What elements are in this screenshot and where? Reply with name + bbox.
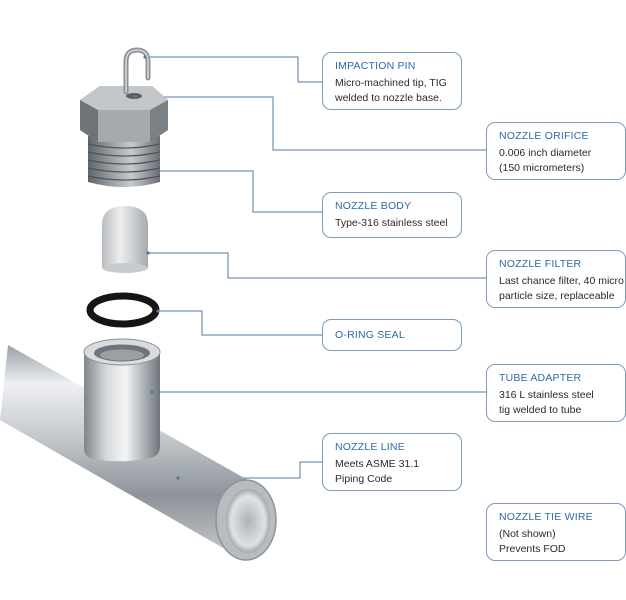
callout-text: Type-316 stainless steel <box>335 217 448 229</box>
callout-title: IMPACTION PIN <box>335 60 416 72</box>
tube-adapter-part <box>83 338 161 462</box>
callout-nozzle-line: NOZZLE LINE Meets ASME 31.1 Piping Code <box>322 433 462 491</box>
callout-title: TUBE ADAPTER <box>499 372 582 384</box>
callout-text: tig welded to tube <box>499 404 582 416</box>
o-ring-part <box>86 292 160 328</box>
nozzle-body-part <box>80 86 168 187</box>
callout-o-ring-seal: O-RING SEAL <box>322 319 462 351</box>
callout-text: Micro-machined tip, TIG <box>335 77 447 89</box>
callout-text: (Not shown) <box>499 528 556 540</box>
callout-nozzle-filter: NOZZLE FILTER Last chance filter, 40 mic… <box>486 250 626 308</box>
leader-impaction-pin <box>145 56 322 83</box>
filter-part <box>102 206 148 273</box>
callout-title: O-RING SEAL <box>335 329 405 341</box>
callout-text: welded to nozzle base. <box>335 92 442 104</box>
callout-text: Prevents FOD <box>499 543 566 555</box>
callout-text: Meets ASME 31.1 <box>335 458 420 470</box>
callout-text: 316 L stainless steel <box>499 389 594 401</box>
callout-title: NOZZLE TIE WIRE <box>499 511 593 523</box>
leader-o-ring-seal <box>158 310 322 336</box>
callout-nozzle-orifice: NOZZLE ORIFICE 0.006 inch diameter (150 … <box>486 122 626 180</box>
leader-nozzle-body <box>158 170 322 213</box>
callout-title: NOZZLE ORIFICE <box>499 130 589 142</box>
callout-nozzle-tie-wire: NOZZLE TIE WIRE (Not shown) Prevents FOD <box>486 503 626 561</box>
callout-text: particle size, replaceable <box>499 290 615 302</box>
nozzle-assembly-illustration <box>0 47 486 561</box>
callout-title: NOZZLE BODY <box>335 200 412 212</box>
callout-title: NOZZLE FILTER <box>499 258 582 270</box>
callout-text: (150 micrometers) <box>499 162 585 174</box>
callout-title: NOZZLE LINE <box>335 441 405 453</box>
leader-lines <box>135 56 486 479</box>
callout-text: Piping Code <box>335 473 393 485</box>
callout-text: Last chance filter, 40 micro <box>499 275 624 287</box>
callout-impaction-pin: IMPACTION PIN Micro-machined tip, TIG we… <box>322 52 462 110</box>
callout-text: 0.006 inch diameter <box>499 147 592 159</box>
leader-end-dots <box>133 55 180 480</box>
leader-nozzle-orifice <box>135 96 486 151</box>
impaction-pin-part <box>123 47 151 95</box>
callout-tube-adapter: TUBE ADAPTER 316 L stainless steel tig w… <box>486 364 626 422</box>
callout-nozzle-body: NOZZLE BODY Type-316 stainless steel <box>322 192 462 238</box>
leader-nozzle-filter <box>148 252 486 279</box>
